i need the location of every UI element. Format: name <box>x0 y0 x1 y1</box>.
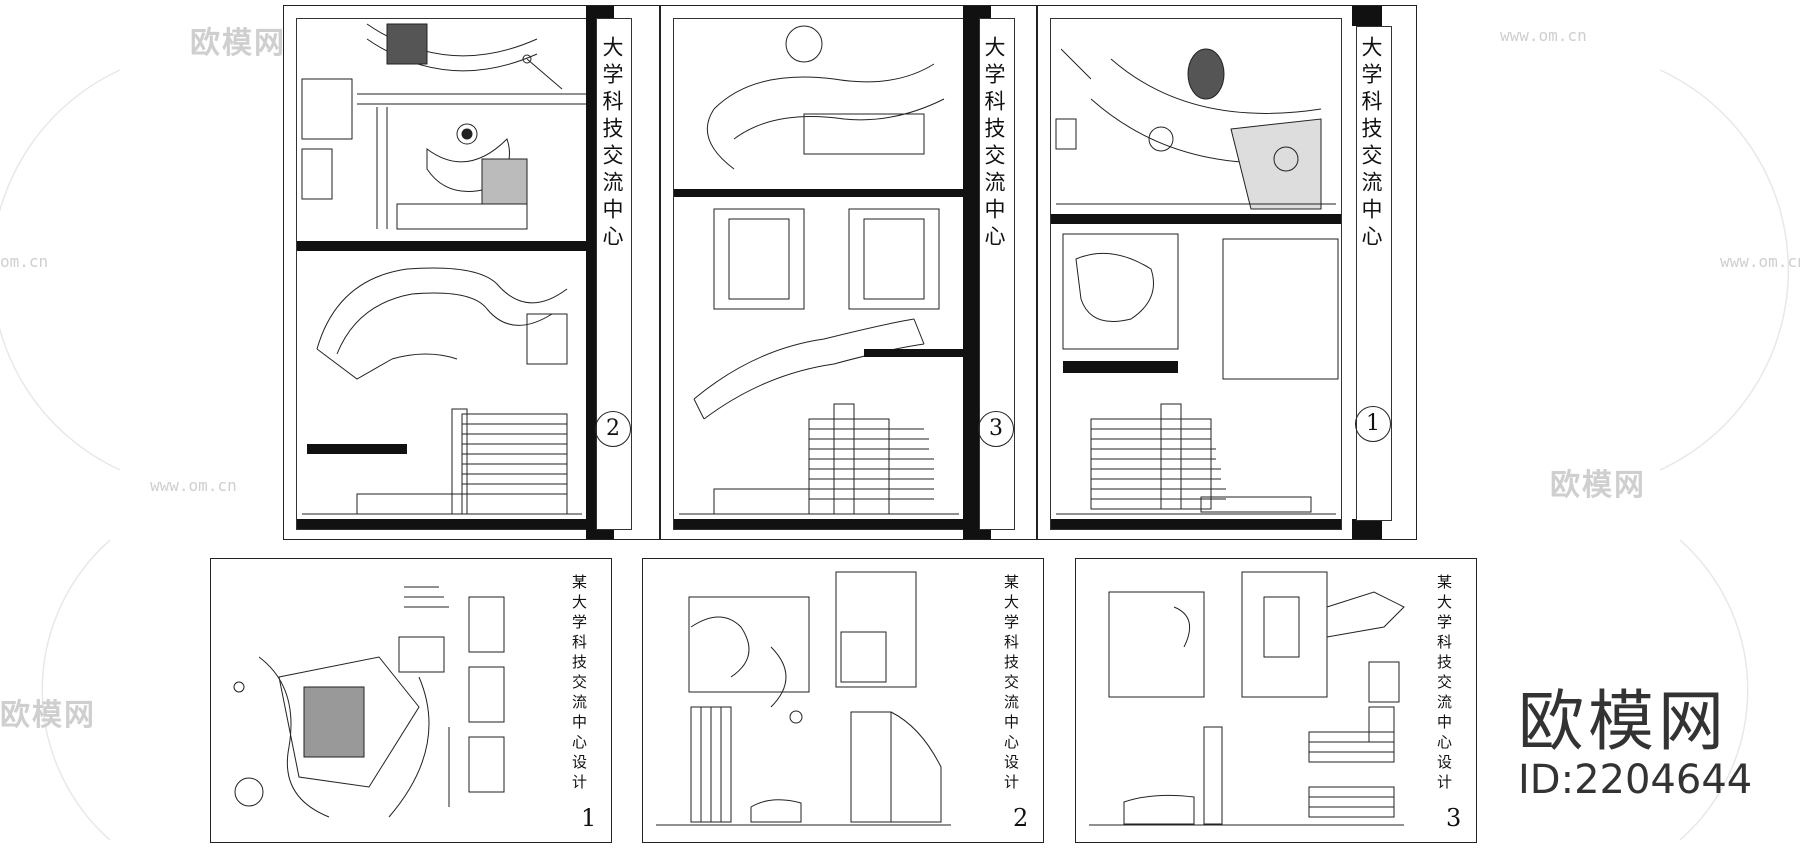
site-plan <box>297 23 587 529</box>
top-sheet-3: 大学科技交流中心 3 <box>660 5 1037 540</box>
sheet-number: 3 <box>978 411 1014 447</box>
sheet-title: 某大学科技交流中心设计 <box>570 574 588 794</box>
sheet-title: 某大学科技交流中心设计 <box>1002 574 1020 794</box>
top-sheet-1: 大学科技交流中心 1 <box>1037 5 1417 540</box>
master-plan <box>1051 48 1341 529</box>
floor-plans <box>674 25 964 529</box>
title-strip <box>596 18 632 530</box>
sheet-number: 2 <box>1013 804 1029 832</box>
drawing-area <box>1050 18 1342 530</box>
plans-and-elevations <box>656 571 951 826</box>
bottom-sheet-2: 某大学科技交流中心设计 2 <box>642 558 1044 843</box>
sheet-title: 大学科技交流中心 <box>1359 36 1383 252</box>
bottom-sheet-3: 某大学科技交流中心设计 3 <box>1075 558 1477 843</box>
watermark-logo: 欧模网 <box>1518 683 1728 760</box>
sheet-number: 1 <box>1355 406 1391 442</box>
watermark-url-short: om.cn <box>0 252 49 271</box>
sheet-title: 大学科技交流中心 <box>982 36 1006 252</box>
sheet-number: 2 <box>595 411 631 447</box>
watermark-url: www.om.cn <box>1720 252 1800 271</box>
site-overview <box>233 586 505 818</box>
drawing-area <box>651 567 1033 832</box>
watermark-url: www.om.cn <box>1500 26 1587 45</box>
sheet-title: 某大学科技交流中心设计 <box>1435 574 1453 794</box>
drawing-area <box>1084 567 1466 832</box>
watermark-url: www.om.cn <box>150 476 237 495</box>
watermark-id: ID:2204644 <box>1518 757 1753 803</box>
drawing-area <box>219 567 601 832</box>
bottom-sheet-1: 某大学科技交流中心设计 1 <box>210 558 612 843</box>
sheet-number: 1 <box>581 804 597 832</box>
title-bar-black <box>1352 6 1382 26</box>
sheet-number: 3 <box>1446 804 1462 832</box>
title-bar-black <box>1352 519 1382 539</box>
top-sheet-2: 大学科技交流中心 2 <box>283 5 660 540</box>
drawing-area <box>673 18 965 530</box>
floor-plans-and-sections <box>1089 571 1405 826</box>
sheet-title: 大学科技交流中心 <box>600 36 624 252</box>
drawing-area <box>296 18 588 530</box>
